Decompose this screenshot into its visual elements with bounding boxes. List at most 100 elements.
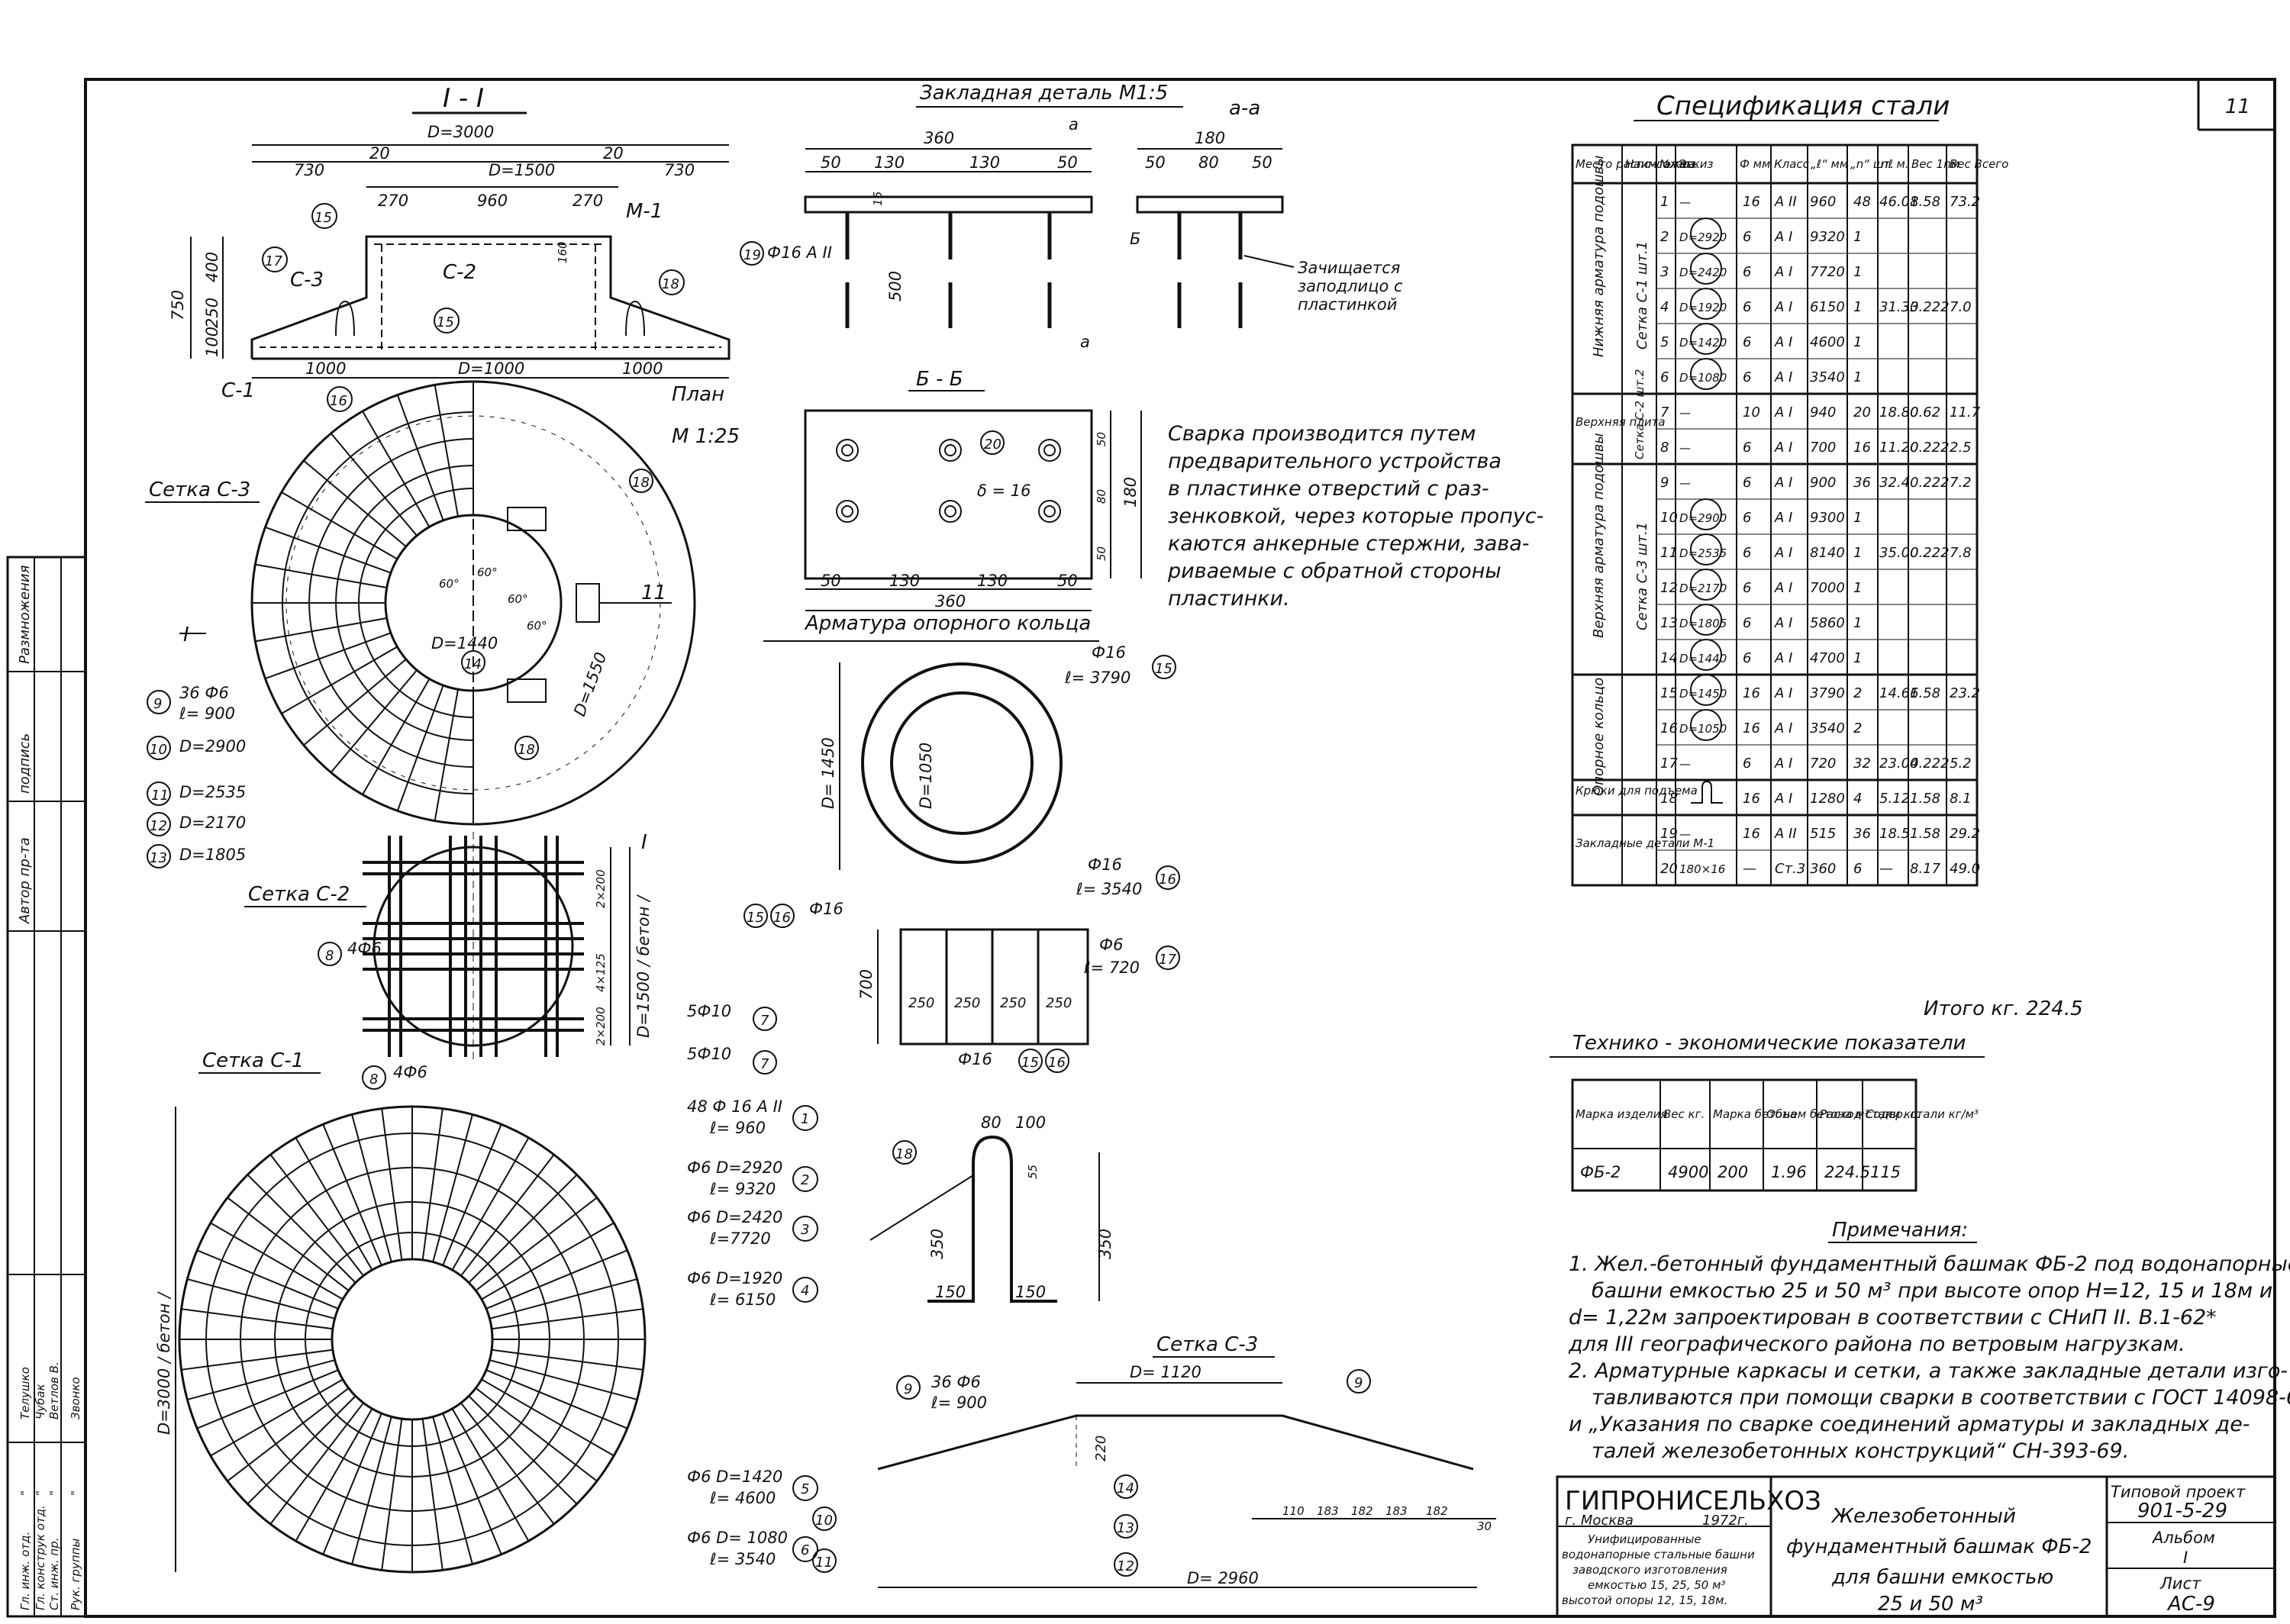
- spec-cell-19-8: 49.0: [1950, 861, 1980, 877]
- plan-callout-13: 13: [150, 850, 167, 866]
- s1-dim-160: 160: [556, 241, 569, 263]
- tb-city: г. Москва: [1565, 1513, 1634, 1529]
- title-block: ГИПРОНИСЕЛЬХОЗ г. Москва 1972г. Унифицир…: [1556, 1475, 2276, 1618]
- tb-project: 901-5-29: [2137, 1500, 2227, 1522]
- spec-cell-1-1: D=2920: [1679, 230, 1727, 244]
- mesh-c2: Сетка С-2 8 4Ф6 8 4Ф6 2×200 4×125 2×200 …: [244, 831, 777, 1090]
- spec-cell-0-3: А II: [1774, 194, 1797, 210]
- spec-cell-6-1: —: [1679, 406, 1691, 420]
- spec-cell-7-6: 11.20: [1879, 440, 1919, 456]
- s1-dim-1000a: 1000: [305, 359, 346, 378]
- bb-title: Б - Б: [916, 368, 963, 391]
- mesh-c2-bar7b: 5Ф10: [687, 1045, 731, 1063]
- tb-project-label: Типовой проект: [2111, 1483, 2246, 1501]
- embedded-dim-130b: 130: [969, 153, 1000, 172]
- spec-cell-7-1: —: [1679, 441, 1691, 455]
- spec-cell-10-4: 8140: [1810, 545, 1845, 561]
- spec-cell-11-1: D=2170: [1679, 582, 1727, 595]
- spec-cell-17-6: 5.12: [1879, 791, 1910, 807]
- embedded-dim-16: 16: [871, 192, 885, 206]
- plan-d-1805: D=1805: [179, 846, 246, 864]
- spec-cell-11-3: А I: [1774, 580, 1792, 596]
- spec-cell-3-0: 4: [1660, 299, 1669, 315]
- embedded-title: Закладная деталь М1:5: [920, 82, 1168, 105]
- spec-cell-8-3: А I: [1774, 475, 1792, 491]
- ring-outer-circle: [861, 662, 1063, 864]
- plan-9-length: ℓ= 900: [179, 704, 235, 723]
- spec-cell-13-4: 4700: [1810, 650, 1845, 666]
- spec-cell-10-1: D=2535: [1679, 546, 1727, 560]
- spec-cell-19-2: —: [1743, 861, 1756, 877]
- tb-item-1: Железобетонный: [1830, 1505, 2016, 1528]
- s1-dim-730a: 730: [294, 161, 324, 179]
- c3sec-title: Сетка С-3: [1156, 1333, 1258, 1356]
- stamp-role-2: Гл. конструк отд.: [34, 1505, 47, 1610]
- spec-cell-19-3: Ст.3: [1775, 861, 1805, 877]
- spec-cell-15-1: D=1050: [1679, 722, 1727, 736]
- spec-cell-2-0: 3: [1660, 264, 1669, 280]
- spec-cell-13-3: А I: [1774, 650, 1792, 666]
- plan-angle-3: 60°: [508, 592, 528, 606]
- embedded-part: Закладная деталь М1:5 360 50 130 130 50 …: [740, 82, 1403, 351]
- mesh-c1-callout-4: 4: [801, 1283, 809, 1299]
- spec-cell-0-5: 48: [1853, 194, 1871, 210]
- s1-label-c3: C-3: [290, 269, 324, 292]
- stamp-role-4: Рук. группы: [69, 1539, 82, 1610]
- plan-mesh-c3-title: Сетка С-3: [149, 478, 250, 501]
- tb-item-3: для башни емкостью: [1831, 1566, 2053, 1589]
- bb-dim-b50a: 50: [821, 572, 841, 590]
- plan-view: Сетка С-3 I 9 36 Ф6 ℓ= 900 10 D=2900 11 …: [145, 380, 696, 868]
- spec-cell-19-4: 360: [1810, 861, 1836, 877]
- spec-cell-12-1: D=1805: [1679, 617, 1727, 630]
- spec-cell-1-3: А I: [1774, 229, 1792, 245]
- bb-delta: δ = 16: [977, 482, 1031, 500]
- hook-dim-100: 100: [1015, 1113, 1046, 1132]
- plan-9-bars: 36 Ф6: [179, 684, 229, 702]
- tech-cell-0: ФБ-2: [1580, 1163, 1621, 1181]
- spec-cell-2-2: 6: [1743, 264, 1751, 280]
- spec-cell-17-4: 1280: [1810, 791, 1845, 807]
- spec-group-place-5: Закладные детали М-1: [1576, 836, 1714, 850]
- cage-callout-15b: 15: [1021, 1055, 1039, 1071]
- spec-cell-19-5: 6: [1853, 861, 1862, 877]
- embedded-dim-500: 500: [886, 271, 905, 301]
- s1-dim-960: 960: [477, 192, 508, 210]
- spec-cell-8-8: 7.2: [1950, 475, 1972, 491]
- spec-cell-15-0: 16: [1660, 720, 1678, 736]
- aa-dim-80: 80: [1198, 153, 1219, 172]
- weld-line-7: пластинки.: [1168, 587, 1290, 611]
- spec-cell-10-0: 11: [1660, 545, 1678, 561]
- tb-album: I: [2183, 1548, 2188, 1567]
- spec-header-5: Класс: [1774, 157, 1810, 171]
- mesh-c2-callout-8: 8: [325, 948, 334, 964]
- cage-callout-16b: 16: [1048, 1055, 1066, 1071]
- tech-header-1: Вес кг.: [1663, 1107, 1705, 1121]
- spec-header-4: Ф мм: [1740, 157, 1770, 171]
- spec-cell-0-7: 1.58: [1910, 194, 1940, 210]
- spec-cell-14-1: D=1450: [1679, 687, 1727, 701]
- s1-label-c2: C-2: [443, 261, 476, 284]
- weld-line-4: зенковкой, через которые пропус-: [1168, 504, 1543, 528]
- spec-cell-7-2: 6: [1743, 440, 1751, 456]
- plan-angle-2: 60°: [477, 566, 498, 579]
- plan-angle-1: 60°: [439, 577, 460, 591]
- spec-group-place-2: Верхняя арматура подошвы: [1591, 433, 1607, 638]
- ring-callout-16: 16: [1159, 872, 1176, 888]
- notes-line-3: d= 1,22м запроектирован в соответствии с…: [1569, 1306, 2217, 1329]
- weld-line-1: Сварка производится путем: [1168, 422, 1476, 446]
- spec-cell-1-4: 9320: [1810, 229, 1845, 245]
- spec-cell-18-1: —: [1679, 827, 1691, 841]
- tech-title: Технико - экономические показатели: [1572, 1032, 1966, 1055]
- c3sec-callout-10: 10: [815, 1513, 833, 1529]
- tb-series-1: Унифицированные: [1588, 1532, 1701, 1546]
- spec-cell-19-1: 180×16: [1679, 862, 1725, 876]
- s1-dim-20a: 20: [369, 144, 390, 163]
- spec-cell-7-0: 8: [1660, 440, 1669, 456]
- c3sec-dim-30: 30: [1477, 1519, 1492, 1533]
- plan-d-1550: D=1550: [570, 650, 610, 719]
- spec-cell-16-5: 32: [1853, 756, 1871, 772]
- s1-callout-18: 18: [662, 276, 679, 292]
- spec-cell-0-4: 960: [1810, 194, 1836, 210]
- lifting-hook: 18 80 100 55 350 350 150 150: [869, 1113, 1114, 1303]
- c3sec-d-top: D= 1120: [1130, 1363, 1201, 1381]
